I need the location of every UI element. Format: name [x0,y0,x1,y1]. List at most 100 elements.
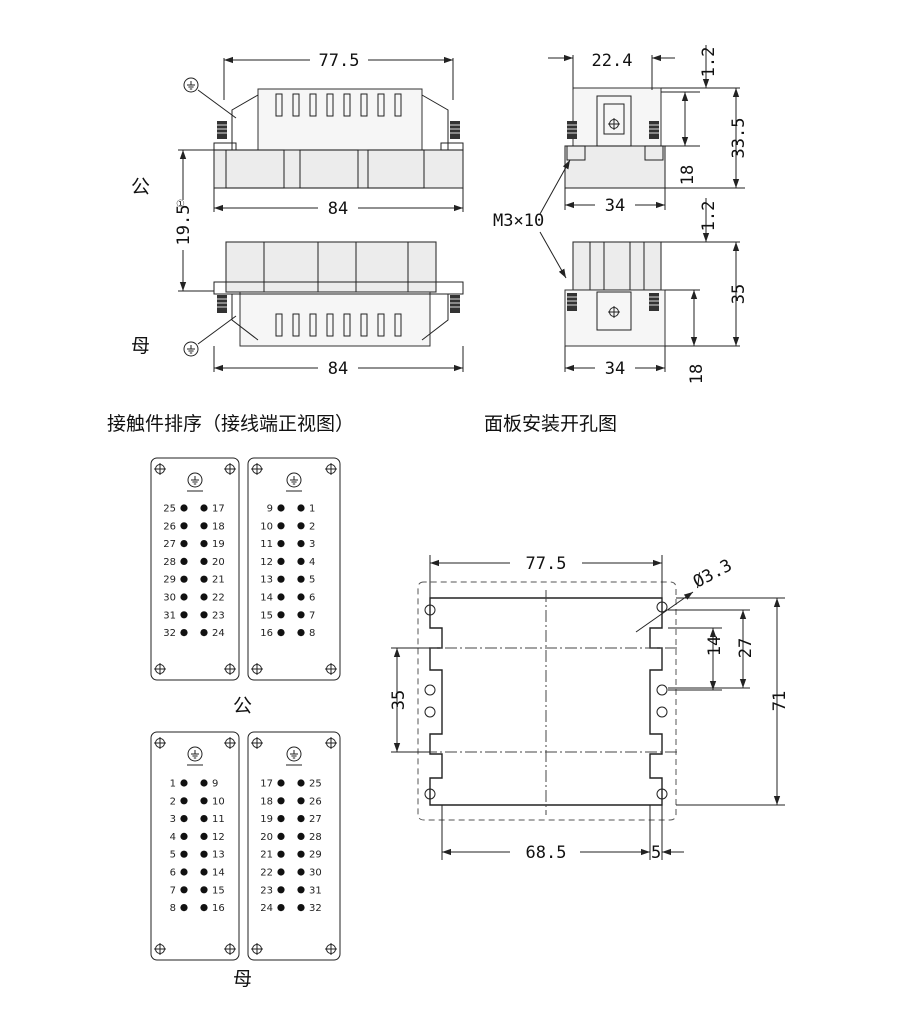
pin-dot-icon [200,557,208,566]
pin-number: 1 [309,504,315,515]
pin-dot-icon [277,797,285,805]
contact-slots-male [275,93,402,117]
pin-dot-icon [200,504,208,512]
end-view-female [564,241,666,347]
pin-dot-icon [180,850,188,858]
pin-dot-icon [180,522,188,530]
pin-number: 2 [309,521,315,532]
pin-dot-icon [297,522,305,530]
end-view-male [564,87,666,189]
ground-icon [286,472,302,488]
pin-number: 24 [260,903,273,914]
pin-dot-icon [200,522,208,530]
caption-contacts: 接触件排序（接线端正视图） [107,413,354,435]
caption-panel: 面板安装开孔图 [484,413,617,435]
insert-outline [247,457,341,681]
pin-dot-icon [277,868,285,876]
label-male-pins: 公 [233,695,252,717]
contact-slots-female [275,313,402,337]
pin-dot-icon [180,779,188,787]
pin-number: 8 [170,903,176,914]
pin-dot-icon [180,593,188,601]
screw-spec: M3×10 [493,211,544,231]
pin-dot-icon [277,779,285,787]
pin-dot-icon [277,540,285,548]
pin-number: 9 [212,779,218,790]
pin-number: 9 [267,504,273,515]
dim-cutout-top: 77.5 [526,554,567,574]
pin-number: 20 [260,832,273,843]
dim-cutout-14: 14 [705,636,725,656]
pin-number: 18 [260,796,273,807]
pin-dot-icon [180,540,188,548]
dim-end-top: 22.4 [592,51,633,71]
mounting-screw-icon [648,120,660,140]
pin-number: 28 [163,557,176,568]
pin-number: 16 [260,628,273,639]
pin-number: 15 [260,610,273,621]
pin-dot-icon [200,886,208,894]
pin-number: 21 [212,575,225,586]
pin-number: 23 [212,610,225,621]
dim-side-female-width: 84 [328,359,348,379]
pin-dot-icon [200,797,208,805]
pin-number: 4 [170,832,176,843]
pin-number: 2 [170,796,176,807]
pin-dot-icon [297,504,305,512]
pin-number: 22 [212,593,225,604]
side-view-male [183,77,464,189]
pin-dot-icon [200,868,208,876]
side-view-female [183,241,464,357]
dim-end-male-low: 18 [678,165,698,185]
panel-cutout [405,581,680,821]
pin-dot-icon [200,815,208,823]
pin-dot-icon [180,886,188,894]
pin-number: 13 [212,850,225,861]
pin-number: 12 [212,832,225,843]
dim-cutout-bottom: 68.5 [526,843,567,863]
pin-number: 30 [163,593,176,604]
ground-icon [187,472,203,488]
pin-dot-icon [297,850,305,858]
pin-dot-icon [297,868,305,876]
pin-dot-icon [297,886,305,894]
pin-number: 15 [212,885,225,896]
pin-dot-icon [277,611,285,619]
pin-dot-icon [277,575,285,583]
pin-dot-icon [180,629,188,637]
pin-dot-icon [180,868,188,876]
pin-number: 7 [170,885,176,896]
pin-number: 32 [309,903,322,914]
pin-number: 11 [260,539,273,550]
dim-hole: Ø3.3 [690,556,736,593]
pin-number: 17 [260,779,273,790]
pin-dot-icon [277,557,285,566]
dim-side-top: 77.5 [319,51,360,71]
ground-icon [183,341,199,357]
mounting-screw-icon [216,120,228,140]
ground-icon [183,77,199,93]
pin-dot-icon [180,575,188,583]
pin-number: 5 [170,850,176,861]
dim-cutout-71: 71 [770,691,790,711]
pin-dot-icon [297,575,305,583]
mounting-screw-icon [648,292,660,312]
pin-dot-icon [297,832,305,841]
pin-number: 29 [163,575,176,586]
pin-dot-icon [200,575,208,583]
pin-dot-icon [277,832,285,841]
pin-number: 11 [212,814,225,825]
pin-dot-icon [200,779,208,787]
pin-number: 14 [212,868,225,879]
pin-number: 14 [260,593,273,604]
pin-dot-icon [200,540,208,548]
dim-gap: 19.5 [174,205,194,246]
pin-dot-icon [297,557,305,566]
pin-number: 22 [260,868,273,879]
pin-number: 32 [163,628,176,639]
pin-number: 29 [309,850,322,861]
mounting-screw-icon [216,294,228,314]
